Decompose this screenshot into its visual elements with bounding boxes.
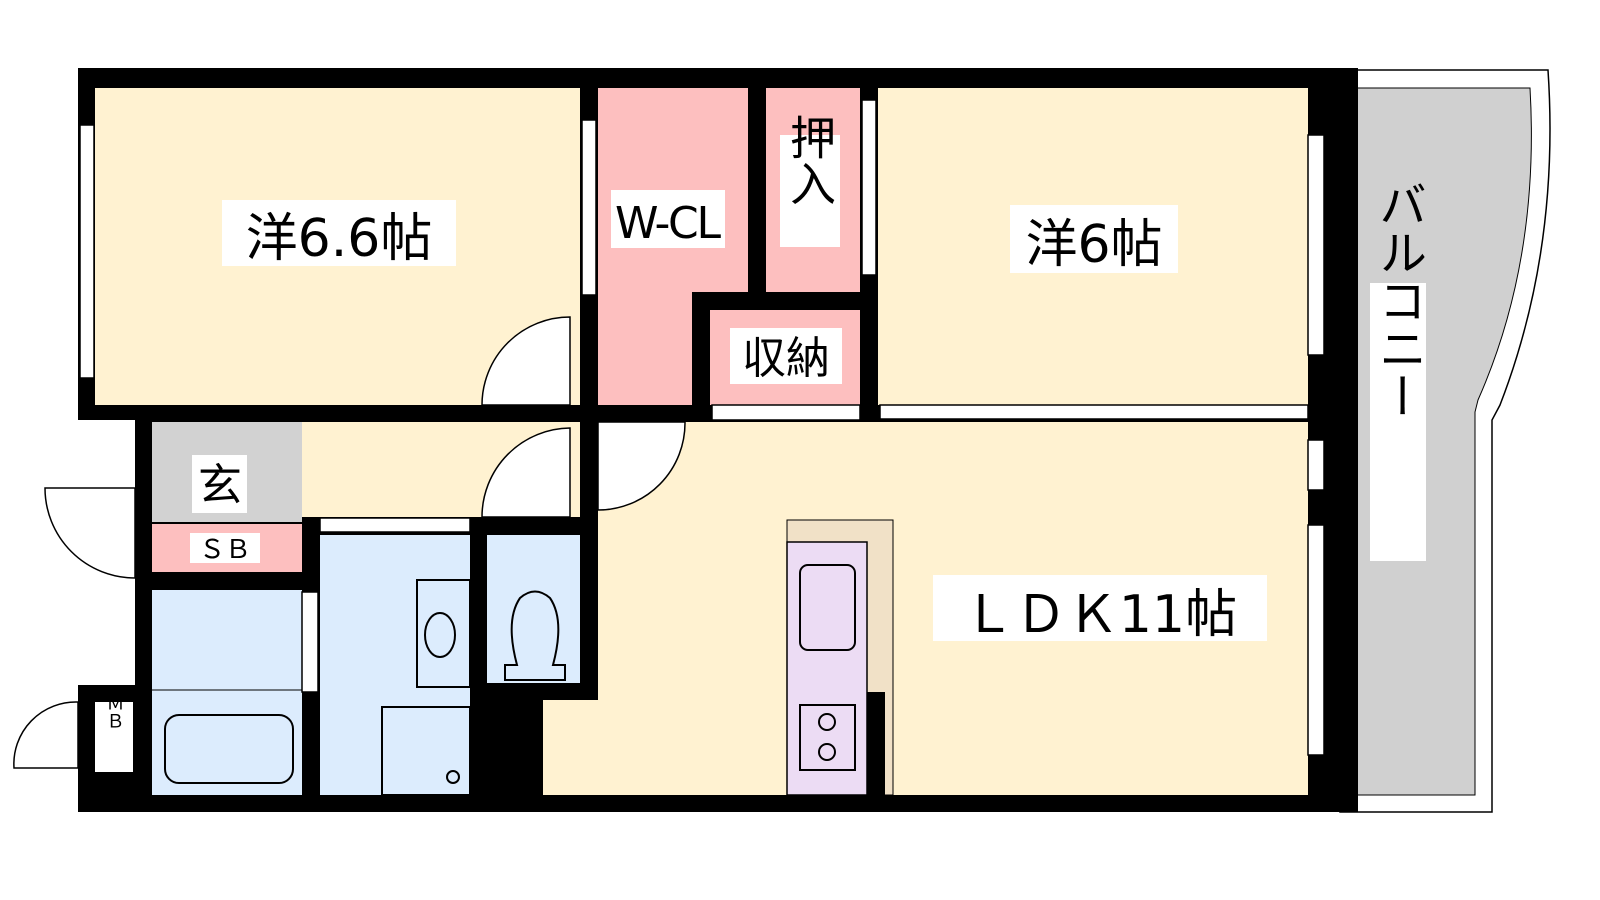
sliding-door [711,404,861,421]
label-bg [780,135,840,247]
label-bg [611,190,725,248]
sink-icon [799,564,856,651]
label-bg [222,200,456,266]
window [1307,524,1325,756]
burner-icon [818,713,836,731]
label-bg [190,533,260,563]
washroom [320,535,470,795]
room-label-western-2: 洋6帖 [1025,215,1162,275]
bathroom [152,590,302,795]
room-label-meter-box: ＭＢ [104,694,125,730]
room-label-western-1: 洋6.6帖 [246,209,433,269]
vanity-icon [416,579,471,688]
toilet-room [487,535,580,683]
room-label-oshiire: 押入 [783,114,837,206]
toilet-icon [504,590,566,681]
balcony-floor [1324,87,1532,796]
kitchen-wall [867,692,885,795]
sliding-door [319,517,471,533]
meter-box [95,702,133,772]
sliding-door [879,404,1309,420]
window [1307,134,1325,356]
window [1307,439,1325,491]
stove-icon [799,704,856,771]
washer-space [381,706,471,796]
ldk-room [543,422,1308,795]
room-label-ldk: ＬＤＫ11帖 [963,585,1237,645]
room-label-shoe-box: ＳＢ [199,535,251,565]
label-bg [730,328,842,384]
label-bg [1010,205,1178,273]
drain-icon [446,770,460,784]
room-label-balcony: バルコニー [1370,180,1426,420]
door[interactable] [481,316,571,406]
meter-box-door[interactable] [13,701,79,769]
entrance-door[interactable] [44,487,136,579]
bathtub-icon [164,714,294,784]
washbasin-icon [424,612,456,658]
window [79,124,95,379]
label-bg [1370,283,1426,561]
label-bg [192,455,247,513]
closet-door [861,99,877,276]
room-label-storage: 収納 [742,333,830,384]
label-bg [933,575,1267,641]
room-label-entrance: 玄 [198,460,242,511]
door[interactable] [481,427,571,518]
closet-door [581,119,597,296]
burner-icon [818,743,836,761]
door[interactable] [597,421,686,511]
bath-door [301,591,319,693]
room-label-walk-in-closet: W-CL [615,198,721,249]
